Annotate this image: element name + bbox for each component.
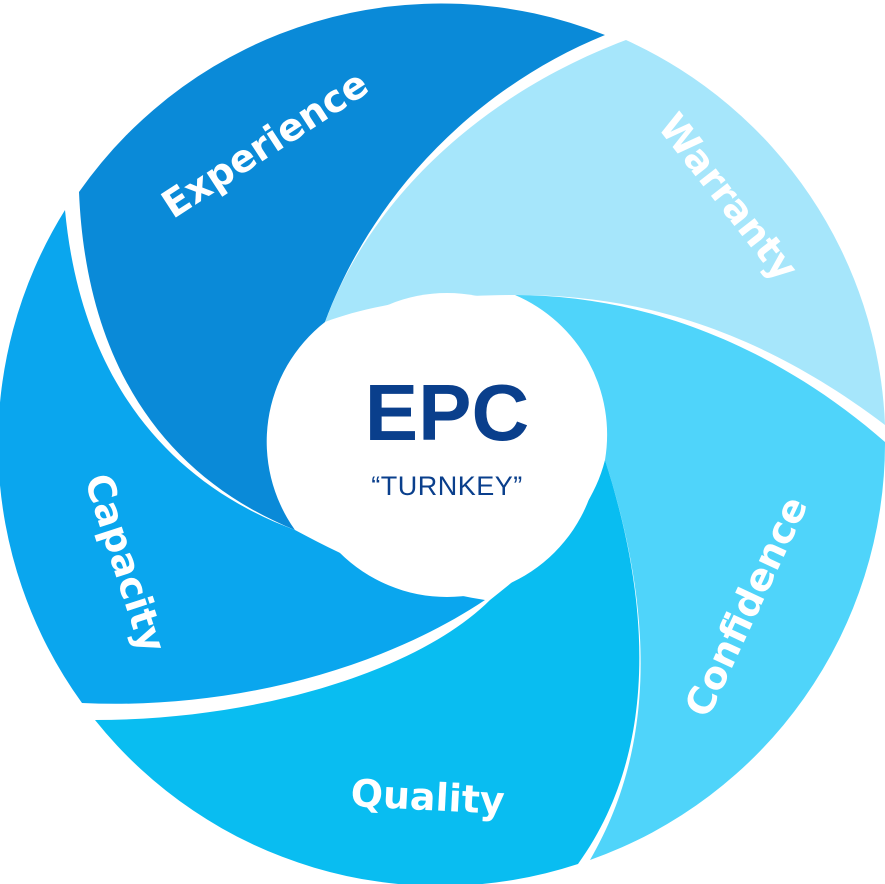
segment-capacity [0, 210, 485, 704]
segment-confidence [515, 295, 885, 860]
center-title: EPC [365, 368, 530, 457]
center-disc [295, 293, 599, 597]
label-quality: Quality [350, 771, 506, 823]
segment-warranty [325, 40, 885, 425]
segment-experience [79, 3, 605, 530]
segment-quality [95, 460, 640, 884]
center-subtitle: “TURNKEY” [371, 471, 523, 501]
